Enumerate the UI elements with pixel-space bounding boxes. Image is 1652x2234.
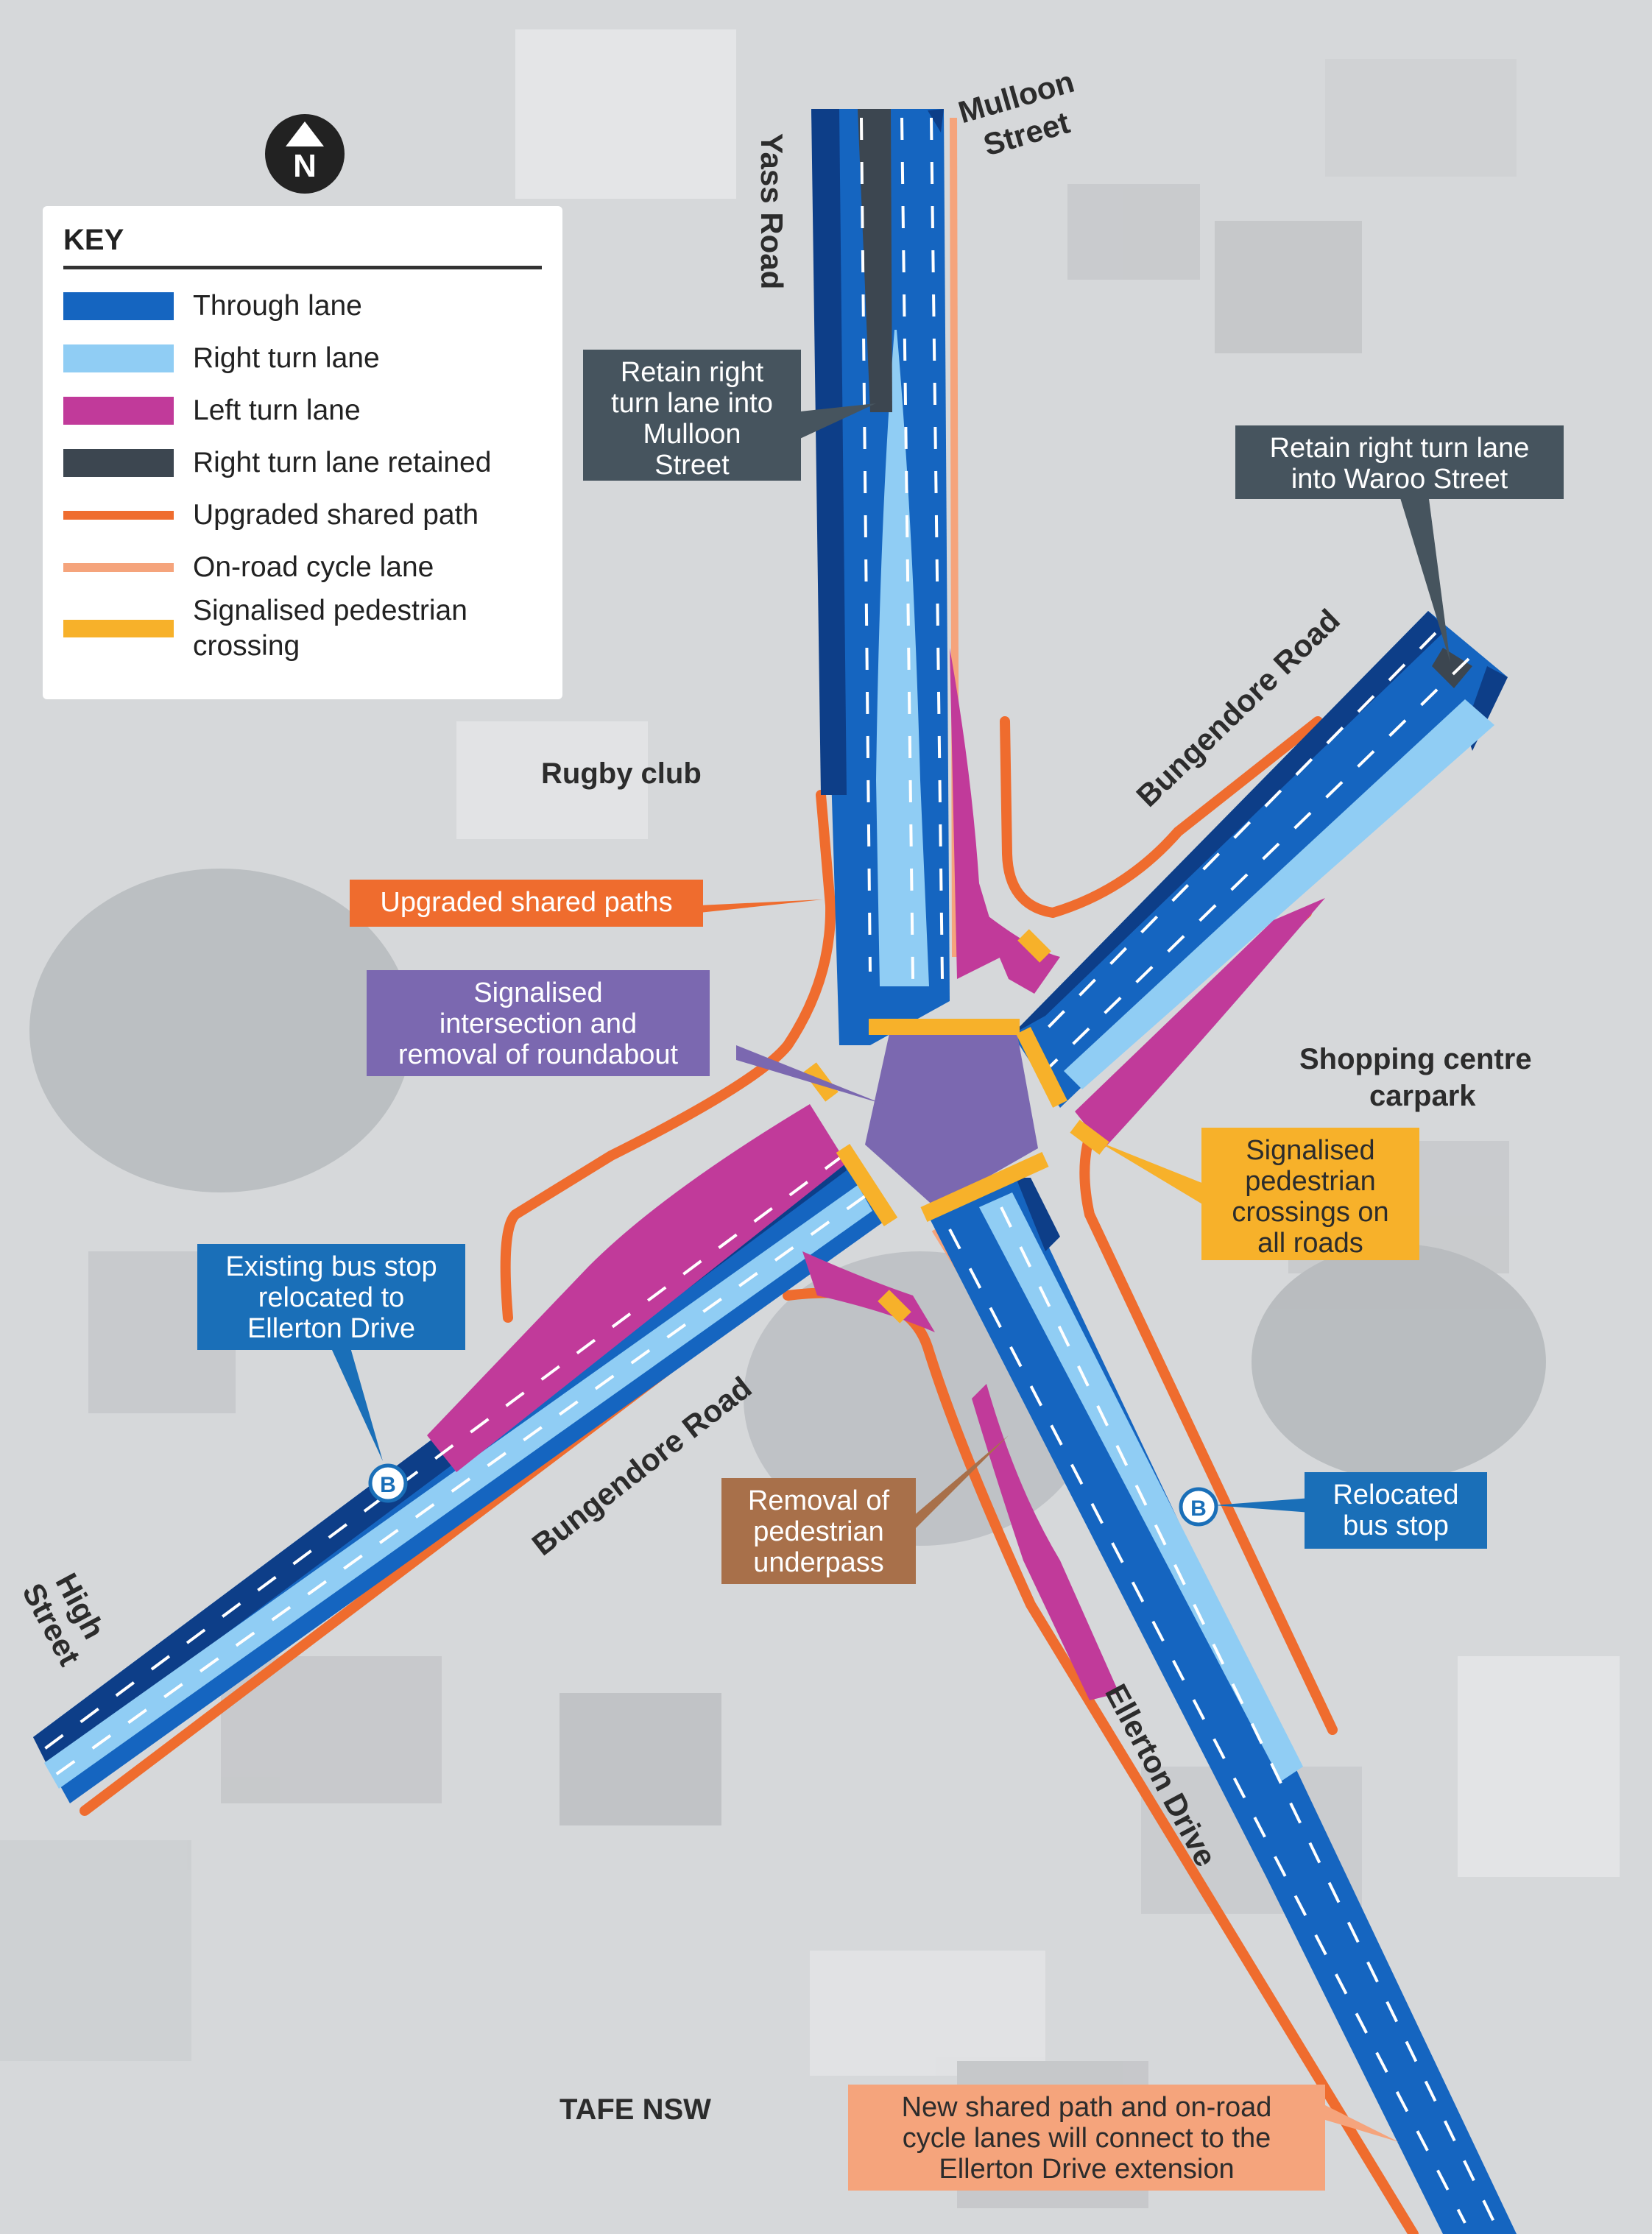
place-label-rugby-club: Rugby club [541, 757, 702, 790]
existing-bus-stop-marker [368, 1463, 408, 1503]
callout-removal-underpass: Removal of pedestrian underpass [721, 1478, 916, 1584]
callout-relocated-bus-stop: Relocated bus stop [1305, 1472, 1487, 1549]
callout-new-shared-path-line3: Ellerton Drive extension [939, 2154, 1235, 2185]
callout-upgraded-shared-paths: Upgraded shared paths [350, 880, 703, 927]
callout-relocated-bus-stop-line1: Relocated [1332, 1480, 1459, 1510]
swatch-left-turn-lane [63, 396, 174, 425]
place-label-shopping-line2: carpark [1369, 1080, 1476, 1112]
key-label-right-turn-retained: Right turn lane retained [193, 446, 492, 478]
key-row-pedestrian-crossing: Signalised pedestrian crossing [63, 593, 542, 664]
callout-signalised-intersection-line2: intersection and [439, 1008, 638, 1039]
callout-pointers [324, 403, 1450, 2142]
place-label-tafe-nsw: TAFE NSW [560, 2093, 711, 2126]
crossing-south [920, 1151, 1049, 1223]
callout-new-shared-path-cycle-lanes: New shared path and on-road cycle lanes … [848, 2085, 1325, 2191]
aerial-blocks [0, 29, 1620, 2208]
swatch-cycle-lane [63, 562, 174, 572]
ellerton-drive [928, 1178, 1517, 2234]
crossing-north-east-slip [1017, 929, 1051, 963]
callout-retain-mulloon: Retain right turn lane into Mulloon Stre… [583, 350, 801, 481]
callout-retain-waroo: Retain right turn lane into Waroo Street [1235, 425, 1564, 499]
key-row-right-turn-retained: Right turn lane retained [63, 436, 542, 489]
key-label-through-lane: Through lane [193, 289, 362, 322]
crossing-west [836, 1144, 898, 1226]
key-label-shared-path: Upgraded shared path [193, 498, 479, 531]
north-label: N [293, 148, 317, 184]
north-arrow-icon [286, 121, 324, 146]
callout-retain-mulloon-line4: Street [654, 450, 730, 481]
callout-existing-bus-stop-line1: Existing bus stop [225, 1251, 437, 1282]
callout-existing-bus-stop-line2: relocated to [258, 1282, 405, 1313]
callout-new-shared-path-line1: New shared path and on-road [901, 2092, 1272, 2123]
swatch-right-turn-lane [63, 344, 174, 372]
relocated-bus-stop-marker [1179, 1487, 1218, 1527]
shared-path-west [500, 790, 836, 1323]
key-label-left-turn-lane: Left turn lane [193, 394, 361, 426]
callout-removal-underpass-line2: pedestrian [753, 1516, 884, 1547]
swatch-shared-path [63, 510, 174, 520]
callout-retain-mulloon-line3: Mulloon [643, 419, 741, 450]
shared-path-north-east [1000, 716, 1323, 919]
key-row-right-turn-lane: Right turn lane [63, 332, 542, 384]
callout-existing-bus-stop-line3: Ellerton Drive [247, 1313, 416, 1344]
key-row-cycle-lane: On-road cycle lane [63, 541, 542, 593]
callout-pedestrian-crossings-line4: all roads [1257, 1228, 1363, 1259]
map-key: KEY Through lane Right turn lane Left tu… [43, 206, 562, 699]
crossing-east-slip [1070, 1120, 1109, 1155]
callout-upgraded-shared-paths-line1: Upgraded shared paths [380, 887, 673, 918]
bungendore-road-south-west [33, 1104, 935, 1803]
callout-signalised-intersection-line1: Signalised [473, 978, 603, 1008]
bungendore-road-north-east [979, 611, 1508, 1148]
key-title: KEY [63, 224, 542, 269]
bus-stop-markers: B B [368, 1463, 1218, 1527]
callout-retain-waroo-line1: Retain right turn lane [1269, 433, 1530, 464]
crossing-east [1016, 1027, 1067, 1108]
callout-signalised-intersection: Signalised intersection and removal of r… [367, 970, 710, 1076]
callout-pedestrian-crossings-line3: crossings on [1232, 1197, 1389, 1228]
callout-retain-mulloon-line1: Retain right [620, 357, 764, 388]
relocated-bus-stop-letter: B [1190, 1496, 1207, 1521]
pedestrian-crossings [803, 929, 1109, 1323]
callout-signalised-intersection-line3: removal of roundabout [398, 1039, 679, 1070]
crossing-south-slip [878, 1290, 911, 1323]
callout-pedestrian-crossings-line2: pedestrian [1245, 1166, 1376, 1197]
key-row-left-turn-lane: Left turn lane [63, 384, 542, 436]
existing-bus-stop-letter: B [380, 1473, 396, 1497]
key-label-cycle-lane: On-road cycle lane [193, 551, 434, 583]
callout-existing-bus-stop: Existing bus stop relocated to Ellerton … [197, 1244, 465, 1350]
key-row-through-lane: Through lane [63, 280, 542, 332]
yass-road [811, 109, 1001, 1045]
key-label-pedestrian-crossing: Signalised pedestrian crossing [193, 595, 467, 662]
key-row-shared-path: Upgraded shared path [63, 489, 542, 541]
callout-new-shared-path-line2: cycle lanes will connect to the [902, 2123, 1271, 2154]
callout-pedestrian-crossings-line1: Signalised [1246, 1135, 1375, 1166]
callout-retain-mulloon-line2: turn lane into [611, 388, 773, 419]
north-arrow: N [265, 114, 345, 194]
place-label-shopping-line1: Shopping centre [1299, 1043, 1532, 1075]
signalised-intersection [865, 1027, 1038, 1207]
swatch-right-turn-retained [63, 448, 174, 477]
key-label-right-turn-lane: Right turn lane [193, 342, 380, 374]
callout-removal-underpass-line3: underpass [753, 1547, 884, 1578]
street-label-yass-road: Yass Road [755, 132, 790, 290]
swatch-through-lane [63, 291, 174, 320]
callout-relocated-bus-stop-line2: bus stop [1343, 1510, 1449, 1541]
callout-retain-waroo-line2: into Waroo Street [1291, 464, 1508, 495]
callout-pedestrian-crossings: Signalised pedestrian crossings on all r… [1201, 1128, 1419, 1260]
swatch-pedestrian-crossing [63, 620, 174, 637]
callout-removal-underpass-line1: Removal of [747, 1485, 890, 1516]
